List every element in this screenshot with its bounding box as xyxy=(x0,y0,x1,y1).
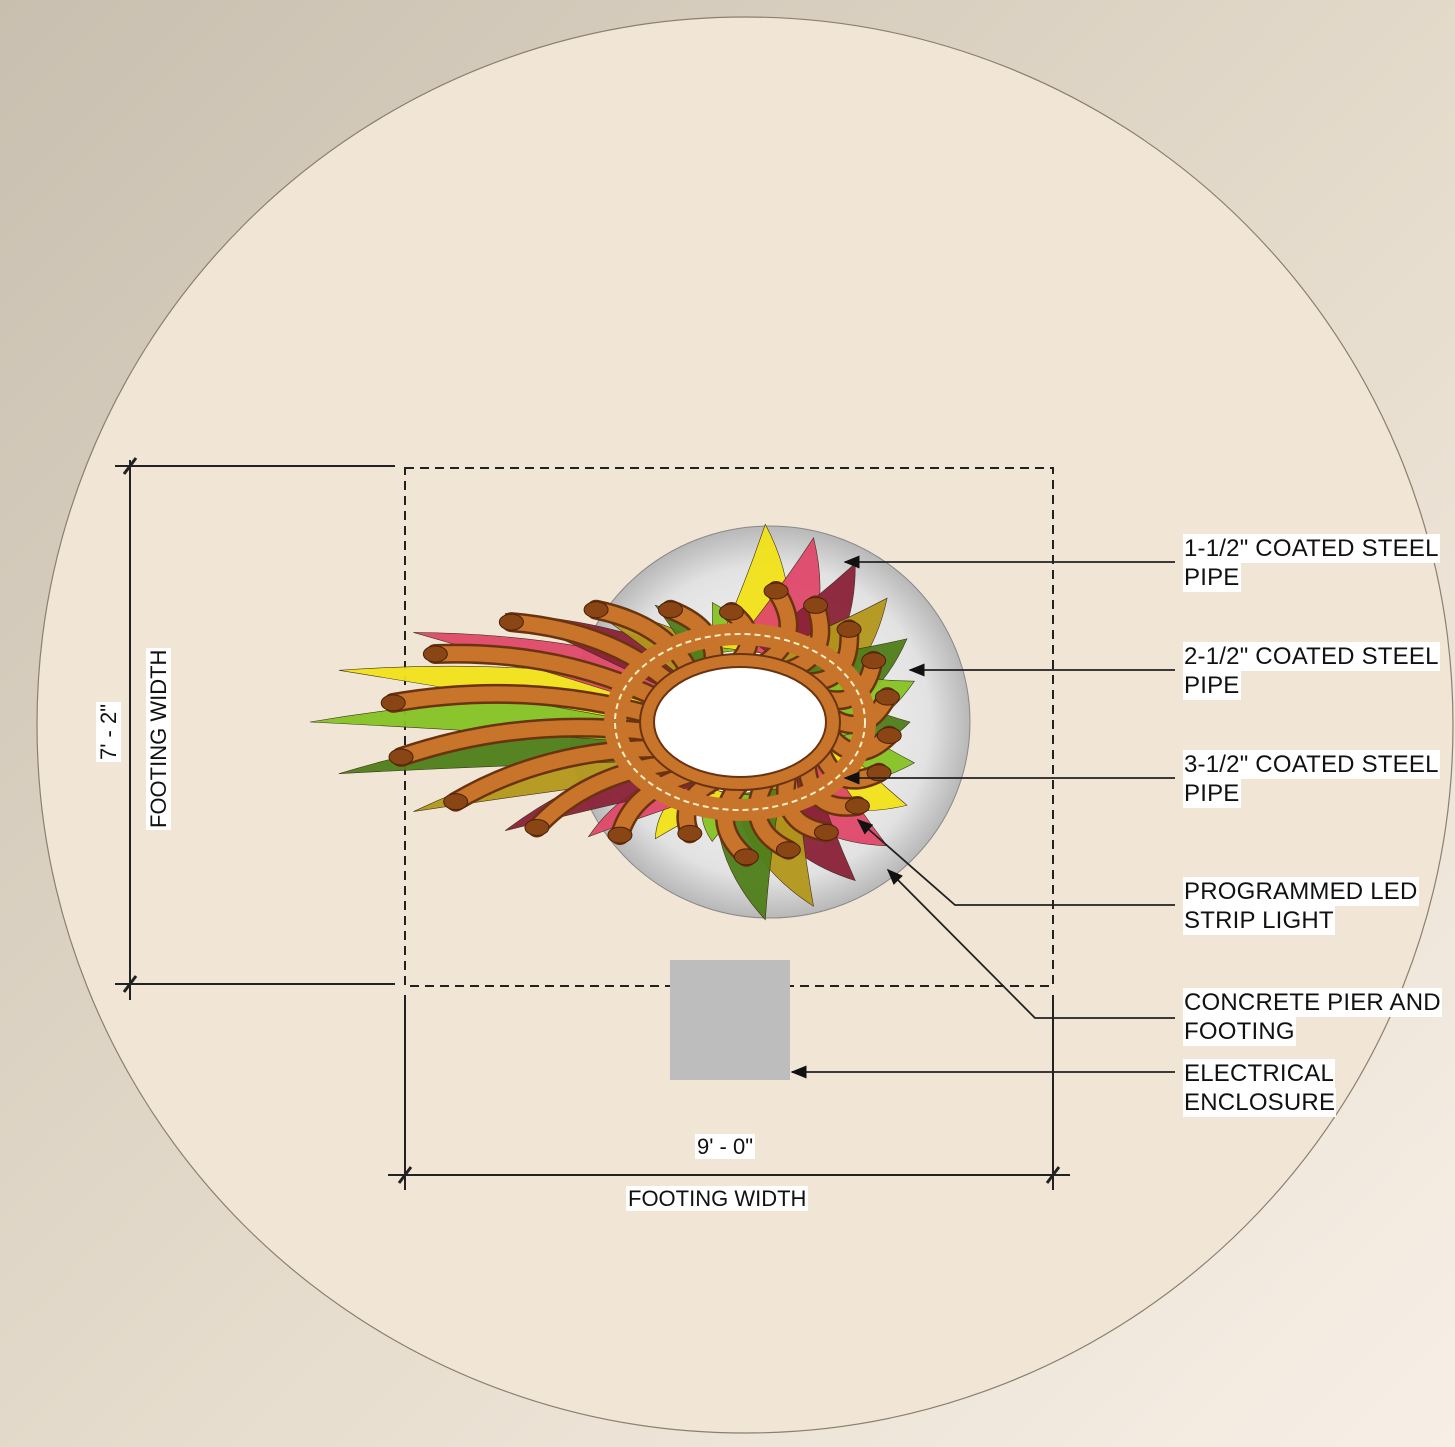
pipe-end-cap xyxy=(844,797,870,815)
vertical-dimension xyxy=(115,457,395,1000)
label-pipe-1-5-line1: 1-1/2" COATED STEEL xyxy=(1183,534,1440,563)
vertical-dimension-label-text: FOOTING WIDTH xyxy=(146,647,171,830)
pipe-end-cap xyxy=(813,823,839,841)
pipe-end-cap xyxy=(380,694,406,712)
pipe-end-cap xyxy=(583,601,609,619)
pipe-end-cap xyxy=(836,620,862,638)
label-concrete-pier: CONCRETE PIER AND FOOTING xyxy=(1183,988,1442,1046)
label-led-line2: STRIP LIGHT xyxy=(1183,906,1335,935)
pipe-end-cap xyxy=(422,645,448,663)
pipe-end-cap xyxy=(803,596,829,614)
label-led-strip: PROGRAMMED LED STRIP LIGHT xyxy=(1183,877,1419,935)
horizontal-dimension-label: FOOTING WIDTH xyxy=(626,1186,809,1212)
label-pier-line1: CONCRETE PIER AND xyxy=(1183,988,1442,1017)
label-pipe-2-5-line2: PIPE xyxy=(1183,671,1241,700)
label-pipe-3-5-line1: 3-1/2" COATED STEEL xyxy=(1183,750,1440,779)
label-pier-line2: FOOTING xyxy=(1183,1017,1296,1046)
pipe-end-cap xyxy=(657,601,683,619)
pipe-end-cap xyxy=(775,841,801,859)
pipe-end-cap xyxy=(498,613,524,631)
horizontal-dimension xyxy=(388,995,1070,1190)
label-pipe-2-5: 2-1/2" COATED STEEL PIPE xyxy=(1183,642,1440,700)
vertical-dimension-label: FOOTING WIDTH xyxy=(146,647,172,830)
pipe-end-cap xyxy=(524,818,550,836)
label-enclosure-line1: ELECTRICAL xyxy=(1183,1059,1336,1088)
label-led-line1: PROGRAMMED LED xyxy=(1183,877,1419,906)
led-strip-ring xyxy=(614,633,866,811)
leader-lines xyxy=(790,555,1175,1079)
steel-pipe xyxy=(503,614,681,694)
pipe-end-cap xyxy=(866,764,892,782)
pipe-end-cap xyxy=(763,582,789,600)
pipe-end-cap xyxy=(677,824,703,842)
steel-pipe xyxy=(448,740,672,810)
pipe-end-cap xyxy=(718,603,744,621)
pipe-end-cap xyxy=(874,688,900,706)
pipe-end-cap xyxy=(607,826,633,844)
horizontal-dimension-label-text: FOOTING WIDTH xyxy=(626,1186,809,1211)
label-pipe-3-5-line2: PIPE xyxy=(1183,779,1241,808)
label-pipe-2-5-line1: 2-1/2" COATED STEEL xyxy=(1183,642,1440,671)
pipe-end-cap xyxy=(861,652,887,670)
label-enclosure-line2: ENCLOSURE xyxy=(1183,1088,1337,1117)
pipe-end-cap xyxy=(388,748,414,766)
label-pipe-1-5-line2: PIPE xyxy=(1183,563,1241,592)
label-pipe-3-5: 3-1/2" COATED STEEL PIPE xyxy=(1183,750,1440,808)
steel-pipe xyxy=(529,754,686,835)
sculpture xyxy=(309,523,915,921)
label-electrical-enclosure: ELECTRICAL ENCLOSURE xyxy=(1183,1059,1337,1117)
center-opening xyxy=(653,666,827,778)
pipe-end-cap xyxy=(443,793,469,811)
horizontal-dimension-value: 9' - 0" xyxy=(695,1134,756,1160)
vertical-dimension-value: 7' - 2" xyxy=(96,701,122,762)
electrical-enclosure xyxy=(670,960,790,1080)
horizontal-dimension-value-text: 9' - 0" xyxy=(695,1134,756,1159)
pipe-end-cap xyxy=(876,726,902,744)
pipe-end-cap xyxy=(733,848,759,866)
vertical-dimension-value-text: 7' - 2" xyxy=(96,701,121,762)
label-pipe-1-5: 1-1/2" COATED STEEL PIPE xyxy=(1183,534,1440,592)
